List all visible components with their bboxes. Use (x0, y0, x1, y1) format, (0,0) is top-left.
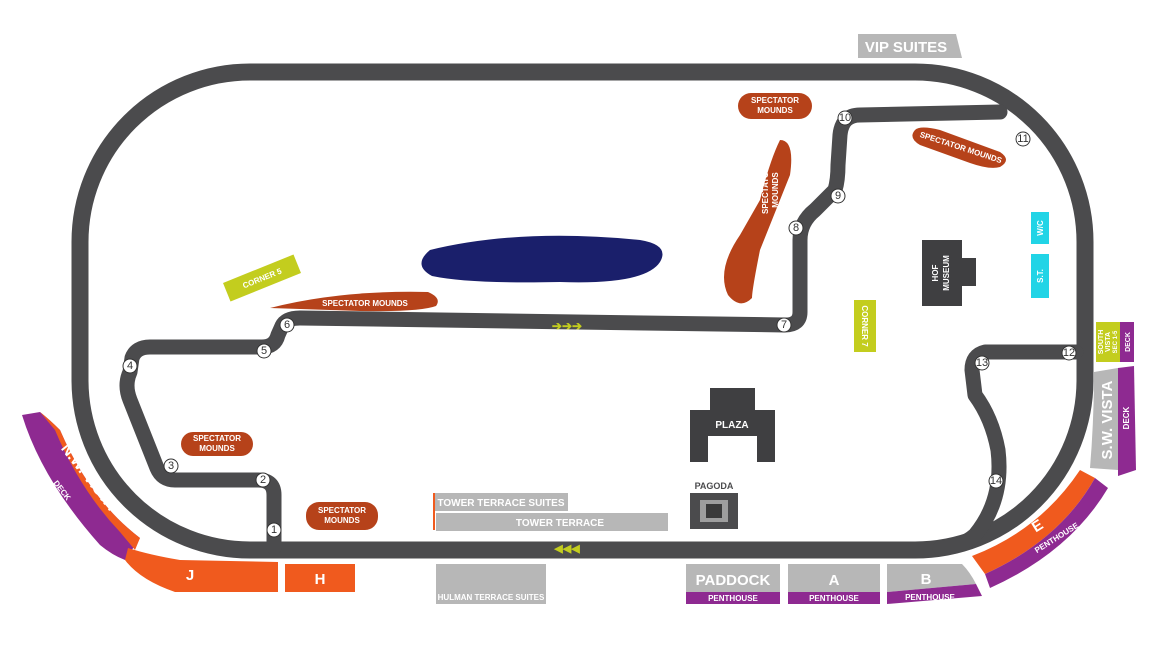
turn-marker-2[interactable]: 2 (255, 472, 271, 488)
infield-road-course (119, 104, 1008, 556)
turn-marker-12[interactable]: 12 (1061, 345, 1077, 361)
svg-text:10: 10 (839, 112, 851, 124)
svg-text:13: 13 (976, 357, 988, 369)
turn-marker-7[interactable]: 7 (776, 317, 792, 333)
pagoda[interactable]: PAGODA (690, 481, 738, 529)
svg-text:TOWER TERRACE SUITES: TOWER TERRACE SUITES (437, 498, 564, 509)
svg-text:DECK: DECK (1125, 332, 1132, 352)
svg-text:PLAZA: PLAZA (715, 420, 748, 431)
svg-text:SPECTATOR: SPECTATOR (761, 166, 770, 214)
svg-text:S.T.: S.T. (1036, 269, 1045, 283)
turn-marker-1[interactable]: 1 (266, 522, 282, 538)
svg-text:6: 6 (284, 319, 290, 331)
svg-text:14: 14 (990, 475, 1002, 487)
south-vista-stand[interactable]: SOUTH VISTA SEC 1-5 DECK (1096, 322, 1134, 362)
svg-text:DECK: DECK (1122, 406, 1131, 429)
corner-7-label: CORNER 7 (854, 300, 876, 352)
turn-marker-13[interactable]: 13 (974, 355, 990, 371)
svg-text:MOUNDS: MOUNDS (324, 516, 360, 525)
svg-text:PENTHOUSE: PENTHOUSE (905, 593, 955, 602)
svg-text:8: 8 (793, 222, 799, 234)
svg-text:3: 3 (168, 460, 174, 472)
svg-text:MOUNDS: MOUNDS (199, 444, 235, 453)
tower-terrace-suites[interactable]: TOWER TERRACE SUITES (433, 493, 568, 530)
hof-museum[interactable]: HOF MUSEUM (922, 240, 976, 306)
turn-marker-11[interactable]: 11 (1015, 131, 1031, 147)
restroom-sign: W/C (1031, 212, 1049, 244)
svg-text:MUSEUM: MUSEUM (942, 255, 951, 291)
turn-marker-10[interactable]: 10 (837, 110, 853, 126)
turn-marker-8[interactable]: 8 (788, 220, 804, 236)
svg-text:1: 1 (271, 524, 277, 536)
svg-text:PAGODA: PAGODA (695, 481, 734, 491)
stand-a[interactable]: A PENTHOUSE (788, 564, 880, 604)
svg-text:7: 7 (781, 319, 787, 331)
infield-road-south (932, 344, 1084, 556)
svg-text:PENTHOUSE: PENTHOUSE (809, 594, 859, 603)
spectator-mounds-bottom[interactable]: SPECTATOR MOUNDS (306, 502, 378, 530)
svg-text:4: 4 (127, 360, 133, 372)
svg-text:H: H (315, 571, 326, 588)
svg-text:MOUNDS: MOUNDS (757, 106, 793, 115)
oval-track (71, 63, 1094, 559)
svg-text:TOWER TERRACE: TOWER TERRACE (516, 518, 604, 529)
svg-text:SEC 1-5: SEC 1-5 (1113, 330, 1119, 353)
svg-text:VISTA: VISTA (1105, 332, 1112, 352)
svg-text:SPECTATOR MOUNDS: SPECTATOR MOUNDS (322, 299, 408, 308)
spectator-mounds-vertical[interactable]: SPECTATOR MOUNDS (724, 140, 792, 304)
spectator-mounds-right[interactable]: SPECTATOR MOUNDS (912, 127, 1006, 168)
svg-text:W/C: W/C (1036, 220, 1045, 236)
svg-text:S.W. VISTA: S.W. VISTA (1099, 380, 1116, 459)
svg-text:SPECTATOR: SPECTATOR (318, 506, 366, 515)
svg-text:A: A (829, 572, 840, 589)
stand-j[interactable]: J (125, 548, 278, 592)
svg-text:HOF: HOF (931, 264, 940, 281)
plaza[interactable]: PLAZA (690, 388, 775, 462)
turn-marker-4[interactable]: 4 (122, 358, 138, 374)
turn-marker-6[interactable]: 6 (279, 317, 295, 333)
turn-marker-3[interactable]: 3 (163, 458, 179, 474)
stand-h[interactable]: H (285, 564, 355, 592)
svg-text:J: J (186, 567, 194, 584)
svg-text:12: 12 (1063, 347, 1075, 359)
direction-arrows-forward: ➔➔➔ (552, 319, 582, 333)
stand-e[interactable]: E PENTHOUSE (972, 470, 1108, 588)
svg-text:SPECTATOR: SPECTATOR (193, 434, 241, 443)
turn-marker-5[interactable]: 5 (256, 343, 272, 359)
direction-arrows-back: ◀◀◀ (553, 543, 580, 555)
svg-text:SOUTH: SOUTH (1098, 330, 1105, 355)
svg-text:CORNER 7: CORNER 7 (860, 305, 869, 347)
spectator-mounds-top[interactable]: SPECTATOR MOUNDS (738, 93, 812, 119)
svg-text:B: B (921, 571, 932, 588)
svg-text:11: 11 (1017, 133, 1028, 145)
svg-text:2: 2 (260, 474, 266, 486)
svg-text:PENTHOUSE: PENTHOUSE (708, 594, 758, 603)
stand-b[interactable]: B PENTHOUSE (887, 564, 982, 604)
svg-text:9: 9 (835, 190, 841, 202)
turn-marker-14[interactable]: 14 (988, 473, 1004, 489)
vip-suites[interactable]: VIP SUITES (858, 34, 962, 58)
svg-text:MOUNDS: MOUNDS (771, 172, 780, 208)
svg-text:SPECTATOR: SPECTATOR (751, 96, 799, 105)
spectator-mounds-mid[interactable]: SPECTATOR MOUNDS (181, 432, 253, 456)
spectator-mounds-left[interactable]: SPECTATOR MOUNDS (270, 291, 438, 312)
svg-text:PADDOCK: PADDOCK (696, 572, 771, 589)
lake (421, 235, 663, 283)
st-sign: S.T. (1031, 254, 1049, 298)
sw-vista-stand[interactable]: S.W. VISTA DECK (1090, 366, 1136, 476)
svg-text:HULMAN TERRACE SUITES: HULMAN TERRACE SUITES (438, 593, 545, 602)
svg-text:VIP SUITES: VIP SUITES (865, 39, 947, 56)
turn-marker-9[interactable]: 9 (830, 188, 846, 204)
corner-5-label: CORNER 5 (223, 254, 301, 302)
stand-paddock[interactable]: PADDOCK PENTHOUSE (686, 564, 780, 604)
tower-terrace[interactable]: TOWER TERRACE (436, 513, 668, 531)
svg-text:5: 5 (261, 345, 267, 357)
hulman-terrace-suites[interactable]: HULMAN TERRACE SUITES (436, 564, 546, 604)
